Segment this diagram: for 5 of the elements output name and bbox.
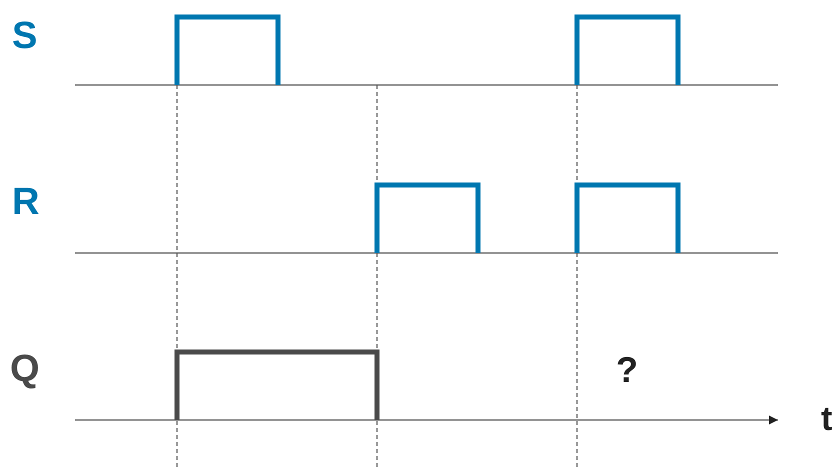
axis-label: t [821, 402, 832, 436]
signal-name: Q [10, 350, 40, 388]
signal-name: S [12, 17, 38, 55]
unknown-state-mark: ? [616, 352, 638, 388]
signal-name: R [12, 183, 40, 221]
